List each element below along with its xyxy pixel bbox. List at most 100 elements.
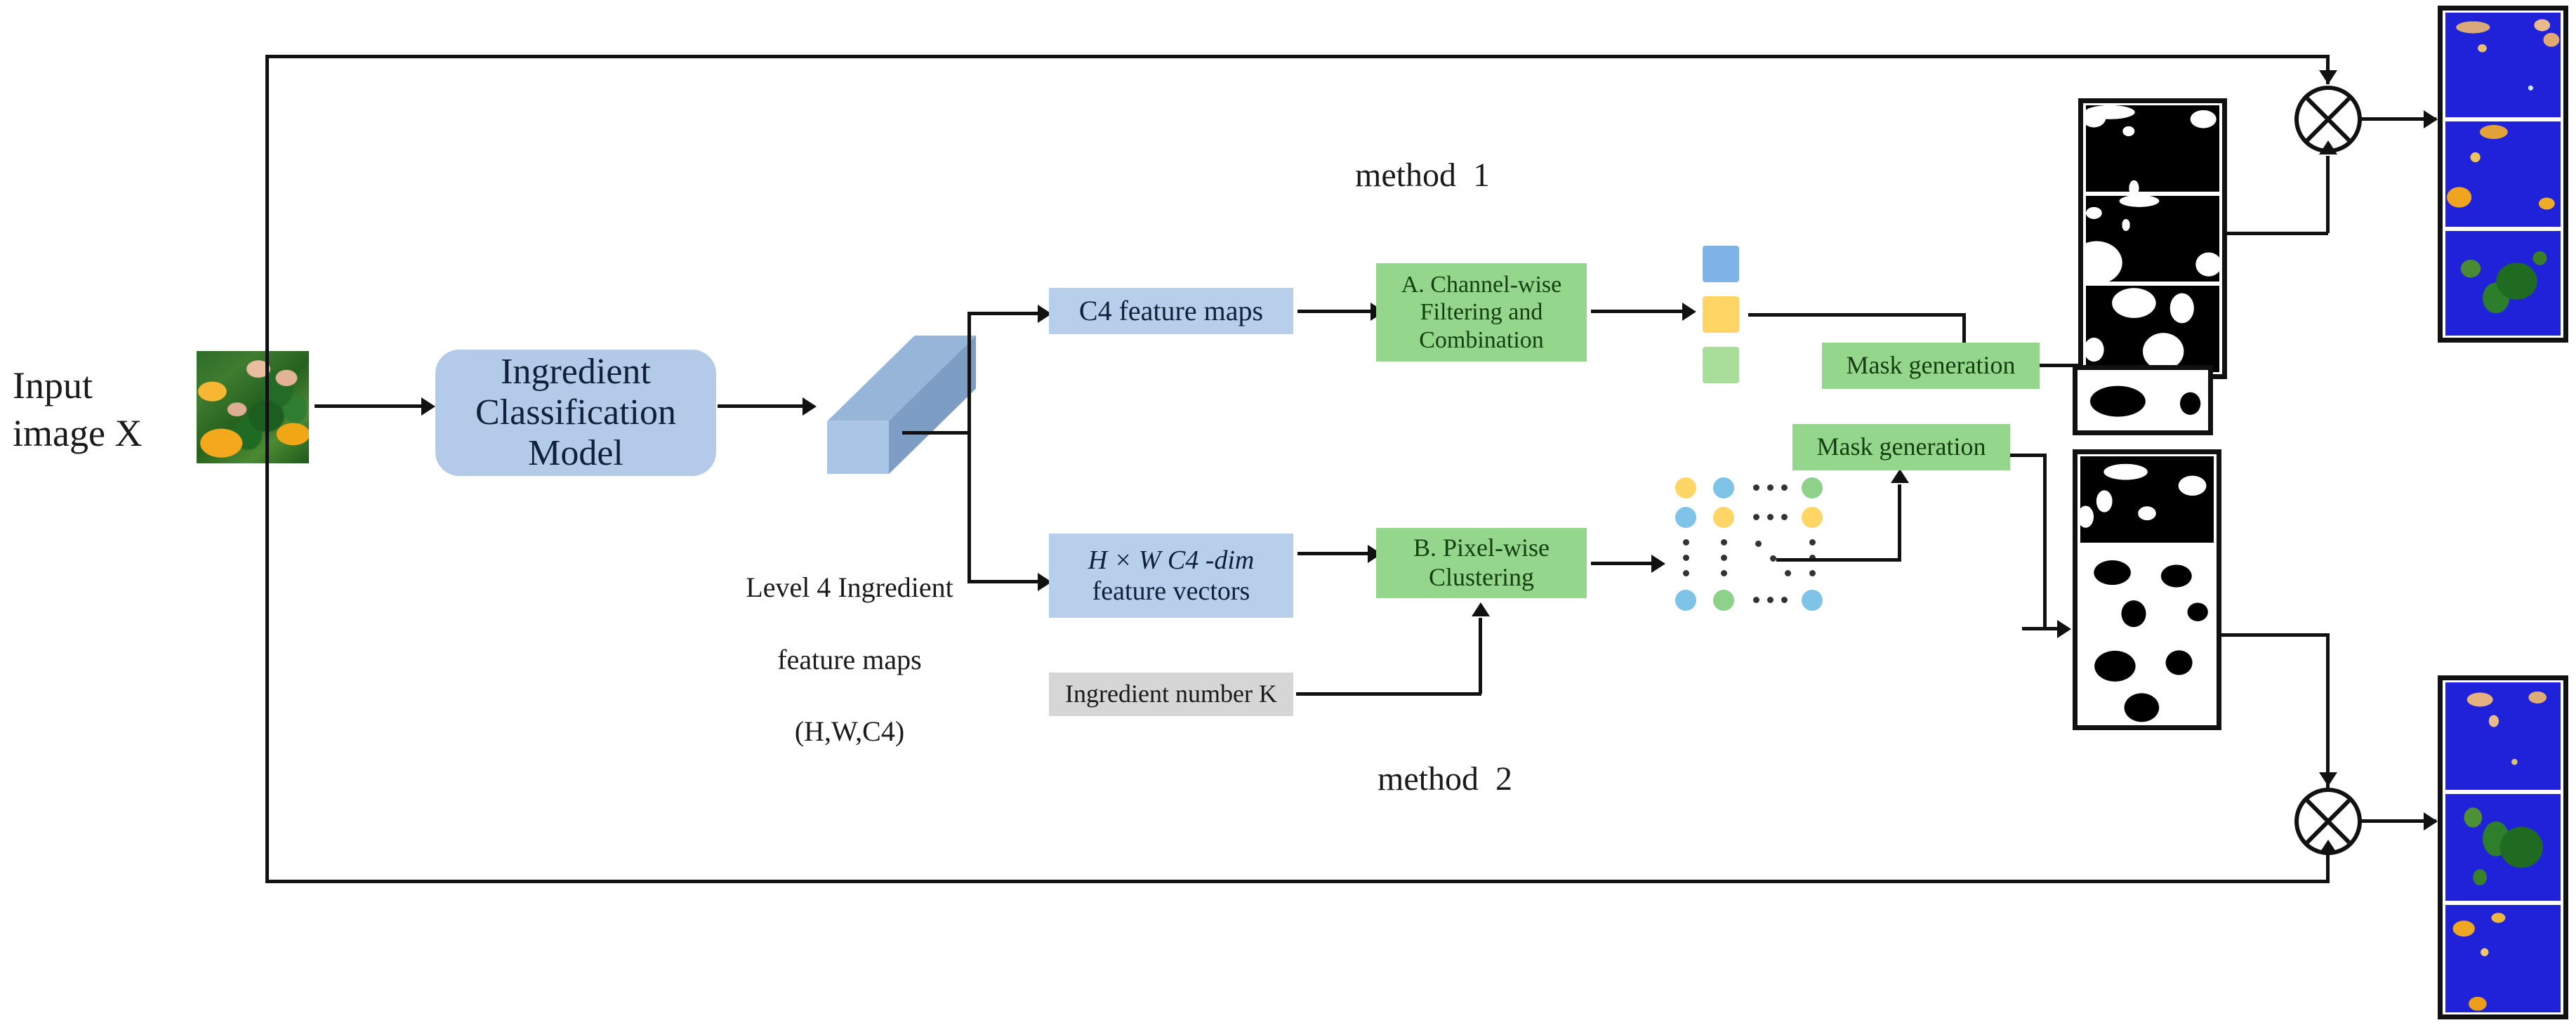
line-volume-out bbox=[902, 431, 971, 435]
cluster-dot-r2c4 bbox=[1802, 507, 1823, 528]
arrowhead-strip2-into-otimes bbox=[2319, 772, 2337, 786]
line-strip1-up bbox=[2326, 156, 2330, 233]
volume-caption: Level 4 Ingredient feature maps (H,W,C4) bbox=[702, 534, 969, 785]
cluster-dot-r1c4 bbox=[1802, 477, 1823, 498]
arrowhead-bottom-rail-into-otimes bbox=[2319, 840, 2337, 854]
cluster-dot-r4c4 bbox=[1802, 590, 1823, 611]
channel-chip-blue bbox=[1703, 246, 1739, 282]
channel-chip-green bbox=[1703, 347, 1739, 383]
cluster-hdots-r4-3 bbox=[1781, 597, 1788, 603]
arrowhead-k-to-pixelwise bbox=[1472, 602, 1490, 616]
channel-wise-label: A. Channel-wise Filtering and Combinatio… bbox=[1401, 271, 1562, 353]
mask-cell-m2-1 bbox=[2080, 456, 2214, 543]
channel-chip-yellow bbox=[1703, 296, 1739, 333]
line-maskgen-bottom-up bbox=[1898, 484, 1901, 560]
volume-front-face bbox=[827, 421, 889, 475]
cluster-vdots-c4-3 bbox=[1809, 570, 1816, 576]
cluster-dot-r4c2 bbox=[1713, 590, 1734, 611]
output2-cell-2 bbox=[2445, 793, 2561, 901]
method1-label: method 1 bbox=[1355, 157, 1490, 194]
line-vectors-to-pixelwise bbox=[1297, 552, 1371, 555]
line-maskgen-bottom-down bbox=[2043, 454, 2047, 630]
pixel-wise-label: B. Pixel-wise Clustering bbox=[1413, 534, 1550, 591]
ingredient-number-k-label: Ingredient number K bbox=[1065, 680, 1277, 708]
line-otimes-top-to-output bbox=[2360, 117, 2436, 121]
mask-generation-bottom-label: Mask generation bbox=[1816, 432, 1986, 461]
mask-generation-bottom-box[interactable]: Mask generation bbox=[1792, 424, 2010, 470]
line-dots-to-maskgen-bottom bbox=[1776, 558, 1901, 562]
arrowhead-otimes-top-to-output bbox=[2424, 110, 2438, 128]
line-strip2-to-otimes bbox=[2221, 633, 2328, 637]
line-c4-to-channelwise bbox=[1297, 310, 1375, 313]
mask-generation-top-box[interactable]: Mask generation bbox=[1822, 343, 2040, 389]
line-channelwise-to-chips bbox=[1591, 310, 1686, 313]
line-k-up bbox=[1479, 618, 1482, 694]
cluster-ddots-1 bbox=[1755, 541, 1762, 547]
cluster-dot-r1c2 bbox=[1713, 477, 1734, 498]
line-strip1-to-otimes bbox=[2227, 232, 2328, 235]
line-input-to-model bbox=[315, 404, 427, 408]
cluster-hdots-r1-1 bbox=[1753, 484, 1759, 491]
output-cell-3 bbox=[2445, 230, 2561, 336]
arrowhead-top-rail-into-otimes bbox=[2319, 70, 2337, 84]
line-k-to-pixelwise bbox=[1296, 692, 1481, 696]
line-chips-to-maskgen-top bbox=[1748, 313, 1966, 317]
cluster-hdots-r1-3 bbox=[1781, 484, 1788, 491]
output2-cell-1 bbox=[2445, 682, 2561, 790]
cluster-hdots-r4-1 bbox=[1753, 597, 1759, 603]
arrowhead-split-to-lower bbox=[1038, 573, 1052, 591]
line-pixelwise-to-dots bbox=[1591, 562, 1656, 565]
volume-caption-line2: feature maps bbox=[777, 643, 922, 675]
mask-strip-method2-lower bbox=[2073, 449, 2221, 730]
line-split-to-upper bbox=[967, 312, 1045, 315]
cluster-ddots-2 bbox=[1770, 555, 1776, 562]
line-split-to-lower bbox=[967, 580, 1045, 583]
hw-feature-vectors-line1: H × W C4 -dim bbox=[1088, 545, 1255, 575]
output2-cell-3 bbox=[2445, 905, 2561, 1013]
cluster-ddots-3 bbox=[1785, 570, 1791, 576]
cluster-dot-r1c1 bbox=[1675, 477, 1696, 498]
cluster-hdots-r4-2 bbox=[1767, 597, 1774, 603]
output-cell-1 bbox=[2445, 13, 2561, 118]
arrowhead-strip1-into-otimes bbox=[2319, 140, 2337, 154]
pixel-wise-clustering-box[interactable]: B. Pixel-wise Clustering bbox=[1376, 528, 1587, 598]
input-image-thumbnail bbox=[197, 351, 309, 463]
mask-cell-1 bbox=[2086, 105, 2219, 192]
ingredient-classification-model-box[interactable]: Ingredient Classification Model bbox=[435, 350, 716, 476]
cluster-hdots-r2-2 bbox=[1767, 514, 1774, 520]
line-top-rail bbox=[265, 55, 2330, 58]
line-maskgen-top-drop bbox=[1962, 313, 1966, 352]
model-label: Ingredient Classification Model bbox=[475, 351, 676, 474]
hw-feature-vectors-line2: feature vectors bbox=[1092, 576, 1250, 606]
mask-cell-m2-2 bbox=[2080, 546, 2214, 633]
method2-label: method 2 bbox=[1378, 760, 1512, 798]
ingredient-number-k-box[interactable]: Ingredient number K bbox=[1049, 673, 1293, 716]
cluster-vdots-c2-3 bbox=[1721, 570, 1727, 576]
line-bottom-rail bbox=[265, 880, 2330, 883]
line-strip2-down bbox=[2326, 633, 2330, 788]
line-bottom-rail-up-to-otimes bbox=[2326, 854, 2330, 882]
line-top-rail-down-to-otimes bbox=[2326, 55, 2330, 84]
output-method1 bbox=[2438, 6, 2568, 343]
hw-feature-vectors-box[interactable]: H × W C4 -dim feature vectors bbox=[1049, 534, 1293, 618]
mask-cell-m2-upper-1 bbox=[2080, 372, 2205, 428]
cluster-vdots-c1-2 bbox=[1683, 555, 1689, 561]
c4-feature-maps-box[interactable]: C4 feature maps bbox=[1049, 288, 1293, 334]
channel-wise-filtering-box[interactable]: A. Channel-wise Filtering and Combinatio… bbox=[1376, 263, 1587, 362]
arrowhead-channelwise-to-chips bbox=[1682, 303, 1696, 321]
mask-cell-3 bbox=[2086, 286, 2219, 373]
line-otimes-bottom-to-output bbox=[2360, 819, 2436, 823]
mask-cell-m2-3 bbox=[2080, 637, 2214, 724]
line-volume-split-vertical bbox=[967, 312, 971, 583]
volume-caption-line1: Level 4 Ingredient bbox=[746, 571, 953, 604]
arrowhead-input-to-model bbox=[421, 397, 435, 416]
mask-cell-2 bbox=[2086, 195, 2219, 282]
cluster-vdots-c2-2 bbox=[1721, 555, 1727, 561]
cluster-dot-r4c1 bbox=[1675, 590, 1696, 611]
cluster-dot-r2c2 bbox=[1713, 507, 1734, 528]
c4-feature-maps-label: C4 feature maps bbox=[1078, 294, 1264, 326]
cluster-vdots-c1-3 bbox=[1683, 570, 1689, 576]
mask-generation-top-label: Mask generation bbox=[1846, 351, 2016, 380]
input-image-label: Input image X bbox=[13, 364, 143, 454]
